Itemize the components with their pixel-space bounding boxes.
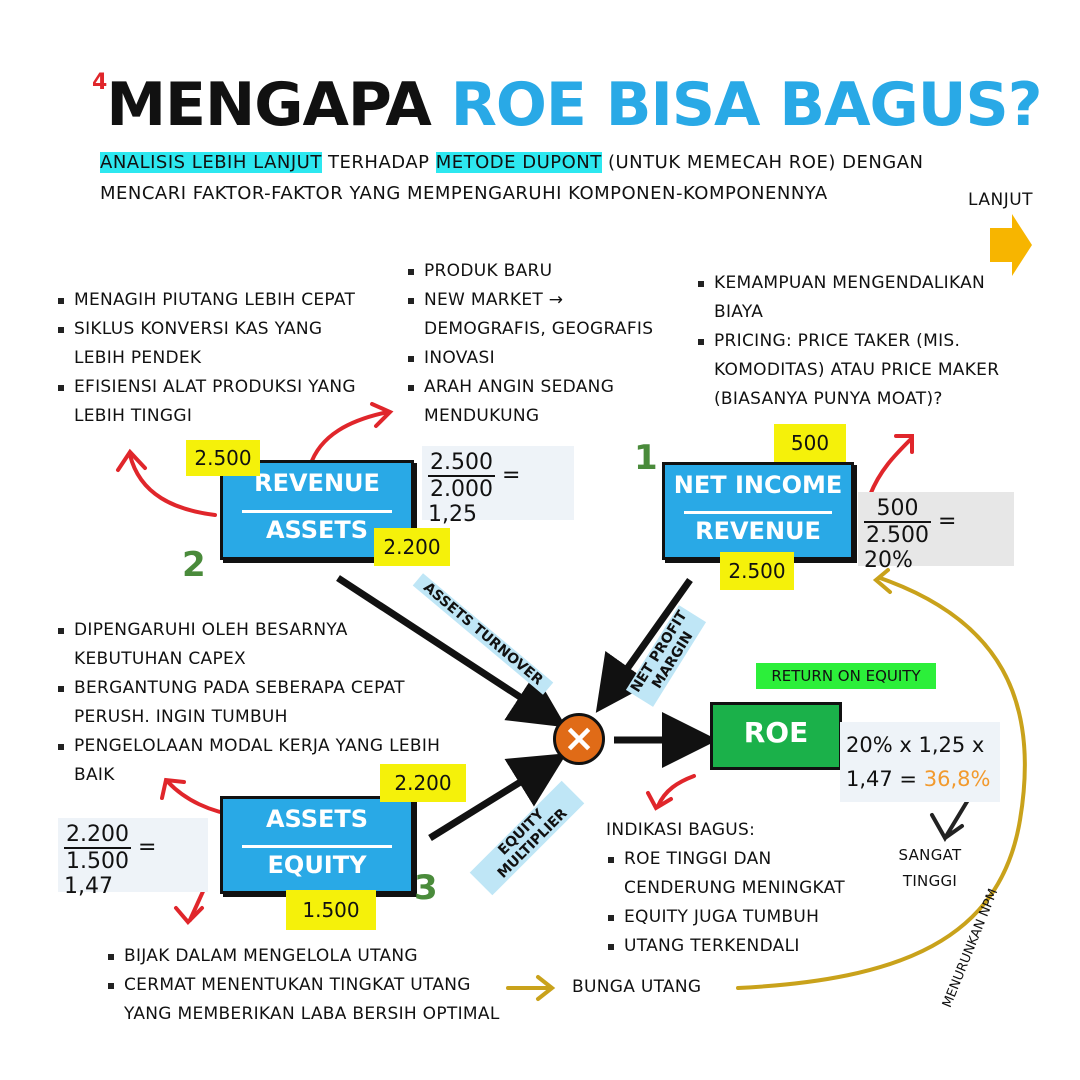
list-item: INOVASI	[406, 344, 656, 373]
subtitle-text-1: TERHADAP	[321, 152, 436, 173]
calc-denominator: 1.500	[66, 849, 129, 874]
indication-title: INDIKASI BAGUS:	[606, 820, 756, 840]
next-arrow-icon	[990, 214, 1032, 276]
roe-calculation: 20% x 1,25 x 1,47 = 36,8%	[840, 722, 1000, 802]
next-label[interactable]: LANJUT	[968, 190, 1034, 210]
margin-denominator-value: 2.500	[720, 552, 794, 590]
list-item: EFISIENSI ALAT PRODUKSI YANG LEBIH TINGG…	[56, 373, 376, 431]
step-number-1: 1	[634, 438, 658, 478]
list-item: DIPENGARUHI OLEH BESARNYA KEBUTUHAN CAPE…	[56, 616, 456, 674]
calc-result: = 1,25	[428, 463, 521, 527]
indication-list: ROE TINGGI DAN CENDERUNG MENINGKAT EQUIT…	[606, 845, 876, 961]
list-item: MENAGIH PIUTANG LEBIH CEPAT	[56, 286, 376, 315]
multiply-icon: ×	[553, 713, 605, 765]
turnover-numerator: REVENUE	[254, 469, 380, 497]
step-number-3: 3	[414, 868, 438, 908]
asset-factors-list: MENAGIH PIUTANG LEBIH CEPAT SIKLUS KONVE…	[56, 286, 376, 431]
assets-growth-factors-list: DIPENGARUHI OLEH BESARNYA KEBUTUHAN CAPE…	[56, 616, 456, 790]
list-item: PRICING: PRICE TAKER (MIS. KOMODITAS) AT…	[696, 327, 1036, 414]
multiplier-denominator: EQUITY	[267, 851, 367, 879]
return-on-equity-label: RETURN ON EQUITY	[756, 663, 936, 689]
equity-multiplier-box: ASSETS EQUITY	[220, 796, 414, 894]
subtitle-highlight-1: ANALISIS LEBIH LANJUT	[100, 152, 322, 173]
interest-label: BUNGA UTANG	[572, 977, 702, 997]
roe-calc-line-2: 1,47 = 36,8%	[846, 762, 994, 796]
multiplier-numerator: ASSETS	[265, 805, 369, 833]
calc-result: = 1,47	[64, 835, 157, 899]
list-item: EQUITY JUGA TUMBUH	[606, 903, 876, 932]
fraction-line	[683, 511, 833, 514]
list-item: KEMAMPUAN MENGENDALIKAN BIAYA	[696, 269, 1036, 327]
down-check-mark	[930, 798, 970, 842]
margin-numerator: NET INCOME	[673, 471, 843, 499]
multiplier-denominator-value: 1.500	[286, 890, 376, 930]
list-item: PRODUK BARU	[406, 257, 656, 286]
roe-calc-line-1: 20% x 1,25 x	[846, 733, 985, 757]
subtitle-line-2: MENCARI FAKTOR-FAKTOR YANG MEMPENGARUHI …	[100, 183, 828, 204]
list-item: BIJAK DALAM MENGELOLA UTANG	[106, 942, 506, 971]
net-profit-margin-box: NET INCOME REVENUE	[662, 462, 854, 560]
black-arrows	[336, 575, 718, 841]
roe-note: SANGAT TINGGI	[898, 846, 962, 890]
net-income-factors-list: KEMAMPUAN MENGENDALIKAN BIAYA PRICING: P…	[696, 269, 1036, 414]
list-item: PENGELOLAAN MODAL KERJA YANG LEBIH BAIK	[56, 732, 456, 790]
multiplier-numerator-value: 2.200	[380, 764, 466, 802]
list-item: CERMAT MENENTUKAN TINGKAT UTANG YANG MEM…	[106, 971, 506, 1029]
calc-numerator: 2.500	[428, 450, 495, 477]
equity-factors-list: BIJAK DALAM MENGELOLA UTANG CERMAT MENEN…	[106, 942, 506, 1029]
roe-box: ROE	[710, 702, 842, 770]
calc-denominator: 2.000	[430, 477, 493, 502]
turnover-numerator-value: 2.500	[186, 440, 260, 476]
page-number: 4	[92, 70, 107, 95]
fraction-line	[241, 510, 393, 513]
turnover-denominator-value: 2.200	[374, 528, 450, 566]
step-number-2: 2	[182, 545, 206, 585]
subtitle-text-2: (UNTUK MEMECAH ROE) DENGAN	[601, 152, 924, 173]
title-part1: MENGAPA	[106, 70, 431, 140]
list-item: BERGANTUNG PADA SEBERAPA CEPAT PERUSH. I…	[56, 674, 456, 732]
calc-numerator: 500	[864, 496, 931, 523]
list-item: ROE TINGGI DAN CENDERUNG MENINGKAT	[606, 845, 876, 903]
roe-calc-prefix: 1,47 =	[846, 767, 924, 791]
subtitle-highlight-2: METODE DUPONT	[435, 152, 602, 173]
margin-denominator: REVENUE	[695, 517, 821, 545]
page-title: 4MENGAPA ROE BISA BAGUS?	[92, 70, 1043, 140]
roe-result: 36,8%	[923, 767, 991, 791]
title-part2: ROE BISA BAGUS?	[450, 70, 1043, 140]
subtitle: ANALISIS LEBIH LANJUT TERHADAP METODE DU…	[100, 152, 1000, 204]
fraction-line	[241, 845, 393, 848]
list-item: ARAH ANGIN SEDANG MENDUKUNG	[406, 373, 656, 431]
gold-arrows	[506, 568, 1027, 1001]
list-item: SIKLUS KONVERSI KAS YANG LEBIH PENDEK	[56, 315, 376, 373]
margin-numerator-value: 500	[774, 424, 846, 462]
turnover-denominator: ASSETS	[265, 516, 369, 544]
calc-numerator: 2.200	[64, 822, 131, 849]
revenue-factors-list: PRODUK BARU NEW MARKET → DEMOGRAFIS, GEO…	[406, 257, 656, 431]
calc-result: = 20%	[864, 509, 957, 573]
list-item: NEW MARKET → DEMOGRAFIS, GEOGRAFIS	[406, 286, 656, 344]
calc-denominator: 2.500	[866, 523, 929, 548]
list-item: UTANG TERKENDALI	[606, 932, 876, 961]
